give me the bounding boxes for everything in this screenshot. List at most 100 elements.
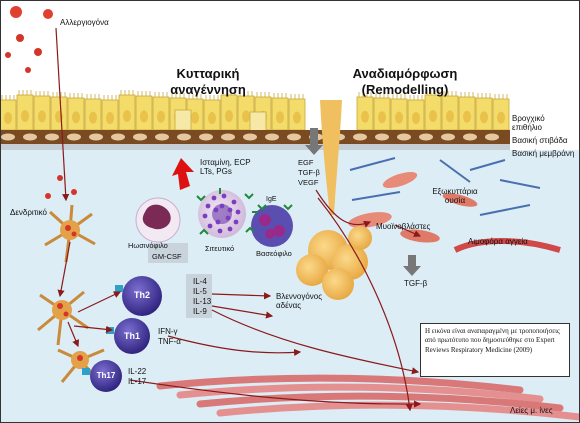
dendritic-label: Δενδριτικό [10, 208, 47, 217]
epithelial-nucleus [480, 111, 488, 124]
basal-nucleus [67, 133, 81, 141]
basal-nucleus [485, 133, 499, 141]
mast-cell-label: Σιτευτικό [205, 244, 235, 253]
epithelial-nucleus [463, 110, 471, 123]
epithelial-nucleus [293, 111, 301, 124]
cytokine-tnf: TNF-α [158, 337, 181, 347]
mediators-label: Ισταμίνη, ECP LTs, PGs [200, 158, 251, 177]
mucous-gland-label: Βλεννογόνος αδένας [276, 292, 323, 311]
remodelling-english: (Remodelling) [361, 82, 449, 98]
mediator-release-arrow [172, 158, 194, 190]
cytokine-il4: IL-4 [193, 277, 207, 286]
granule [211, 195, 217, 201]
epithelial-nucleus [497, 111, 505, 124]
cytokine-il13: IL-13 [193, 297, 212, 306]
epithelial-nucleus [4, 112, 12, 124]
allergens-label: Αλλεργιογόνα [60, 18, 109, 27]
granule [219, 203, 225, 209]
smooth-muscle-fibers [156, 374, 580, 421]
basophil-cell [251, 205, 293, 247]
basal-nucleus [133, 133, 147, 141]
myofibroblasts-label: Μυοϊνοβλάστες [376, 222, 431, 231]
cellular-regeneration-text: Κυτταρική αναγέννηση [170, 66, 246, 98]
basement-membrane-label: Βασική μεμβράνη [512, 149, 575, 158]
granule [205, 203, 211, 209]
cellular-regeneration-title: Κυτταρική αναγέννηση [148, 66, 268, 99]
basal-nucleus [111, 133, 125, 141]
cytokine-ifn: IFN-γ [158, 327, 178, 336]
tgf-beta-arrow [403, 255, 421, 276]
granule [207, 223, 213, 229]
growth-factor-egf: EGF [298, 158, 314, 167]
basal-nucleus [243, 133, 257, 141]
muscle-fiber [216, 401, 580, 421]
growth-factors-list: EGF TGF-β VEGF [298, 158, 320, 187]
th2-cytokine-box [186, 274, 212, 318]
gm-csf-label: GM-CSF [152, 252, 182, 261]
mucous-gland [296, 100, 372, 300]
granule [231, 199, 237, 205]
basal-nucleus [45, 133, 59, 141]
ige-label: IgE [266, 196, 277, 203]
epithelial-nucleus [225, 110, 233, 122]
source-note: Η εικόνα είναι αναπαραγμένη με τροποποιή… [420, 323, 570, 377]
basal-nucleus [23, 133, 37, 141]
basal-nucleus [353, 133, 367, 141]
cytokine-il22: IL-22 [128, 367, 147, 376]
granule [227, 207, 233, 213]
epithelial-nucleus [242, 110, 250, 123]
cytokine-il5: IL-5 [193, 287, 207, 296]
blood-vessel [453, 238, 561, 253]
epithelial-nucleus [395, 111, 403, 124]
epithelial-nucleus [208, 112, 216, 124]
epithelial-nucleus [157, 110, 165, 123]
remodelling-greek: Αναδιαμόρφωση [352, 66, 458, 81]
epithelial-nucleus [140, 110, 148, 123]
epithelial-nucleus [429, 110, 437, 122]
basal-nucleus [419, 133, 433, 141]
growth-factor-tgf: TGF-β [298, 167, 320, 177]
epithelial-nucleus [412, 112, 420, 124]
epithelial-nucleus [72, 111, 80, 124]
basophil-label: Βασεόφιλο [256, 249, 292, 258]
cytokine-il9: IL-9 [193, 307, 207, 316]
extracellular-matrix-label: Εξωκυττάρια ουσία [432, 187, 478, 206]
damaged-epithelial-cell [174, 109, 192, 131]
muscle-fiber [196, 392, 564, 412]
granule [235, 209, 241, 215]
eosinophil-cell [135, 197, 181, 243]
basal-layer-label: Βασική στιβάδα [512, 136, 568, 145]
epithelial-nucleus [378, 111, 386, 124]
basal-cell-nuclei [1, 133, 499, 141]
granule [215, 219, 221, 225]
basal-nucleus [199, 133, 213, 141]
muscle-fiber [156, 374, 524, 394]
basal-nucleus [397, 133, 411, 141]
th17-cell-label: Th17 [96, 371, 116, 380]
cytokine-il17: IL-17 [128, 377, 147, 387]
dendritic-cells [37, 204, 105, 384]
epithelial-nucleus [123, 110, 131, 122]
blood-vessels-label: Αιμοφόρα αγγεία [468, 237, 528, 246]
granule [202, 213, 208, 219]
growth-factor-vegf: VEGF [298, 177, 319, 187]
granule [217, 228, 223, 234]
airway-lumen [0, 0, 580, 95]
epithelial-nucleus [361, 110, 369, 123]
epithelial-nucleus [21, 110, 29, 122]
basal-nucleus [463, 133, 477, 141]
basal-nucleus [265, 133, 279, 141]
mast-cell-granules [202, 193, 241, 234]
epithelial-nucleus [191, 111, 199, 124]
bronchial-epithelium [0, 90, 510, 133]
allergen-particles [5, 6, 77, 199]
muscle-fiber [176, 383, 544, 403]
granule [221, 193, 227, 199]
th2-cytokines: IL-4 IL-5 IL-13 IL-9 [193, 277, 211, 317]
th17-cytokines: IL-22 IL-17 [128, 367, 146, 388]
basal-nucleus [155, 133, 169, 141]
basement-membrane [0, 144, 510, 150]
th1-cytokines: IFN-γ TNF-α [158, 327, 181, 348]
